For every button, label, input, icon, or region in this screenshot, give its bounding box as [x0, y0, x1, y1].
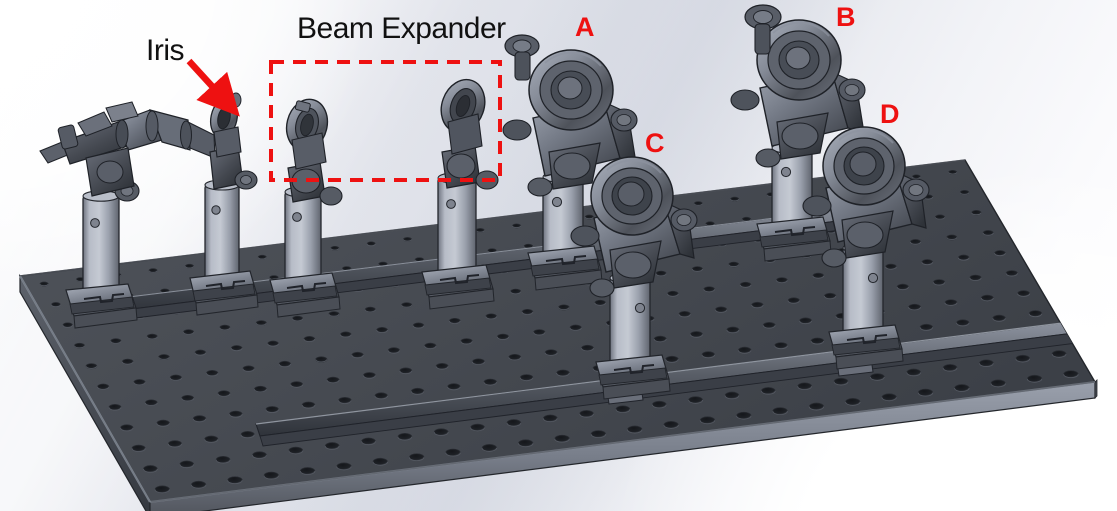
post-holder-mirror-c — [595, 354, 671, 400]
post-collimator — [82, 190, 120, 299]
mirror-body-a — [502, 34, 638, 197]
collimator-optics-body — [39, 101, 216, 202]
fiber-collimator-assembly — [39, 101, 216, 329]
post-holder-mirror-b — [756, 216, 832, 262]
kinematic-mirror-mount-b — [730, 4, 866, 262]
post-holder-lens-output — [421, 264, 495, 310]
iris-head — [209, 92, 258, 190]
kinematic-mirror-mount-c — [570, 156, 698, 400]
kinematic-mirror-mount-a — [502, 34, 638, 291]
post-holder-lens-input — [269, 272, 341, 318]
mirror-body-b — [730, 4, 866, 168]
mirror-body-c — [570, 156, 698, 298]
lens-ring-output — [440, 78, 486, 155]
post-holder-collimator — [65, 283, 138, 329]
label-beam-expander: Beam Expander — [297, 12, 506, 45]
lens-ring-input — [285, 98, 329, 170]
label-mirror-b: B — [836, 2, 856, 32]
iris-arrow — [186, 58, 240, 117]
post-holder-mirror-a — [527, 245, 603, 291]
post-iris — [204, 179, 240, 286]
post-holder-mirror-d — [828, 324, 904, 370]
label-mirror-a: A — [575, 12, 595, 42]
beam-expander-dashed-box — [269, 60, 502, 182]
mirror-body-d — [802, 126, 930, 268]
label-iris: Iris — [146, 34, 185, 67]
post-lens-input — [284, 186, 322, 289]
lens-mount-input — [269, 98, 343, 318]
post-holder-iris — [189, 270, 259, 316]
kinematic-mirror-mount-d — [802, 126, 930, 370]
iris-diaphragm-assembly — [189, 92, 259, 316]
label-mirror-c: C — [645, 128, 665, 158]
lens-mount-output — [421, 78, 499, 310]
lens-tilt-joint-output — [441, 145, 499, 190]
post-lens-output — [437, 172, 477, 283]
label-mirror-d: D — [880, 99, 900, 129]
